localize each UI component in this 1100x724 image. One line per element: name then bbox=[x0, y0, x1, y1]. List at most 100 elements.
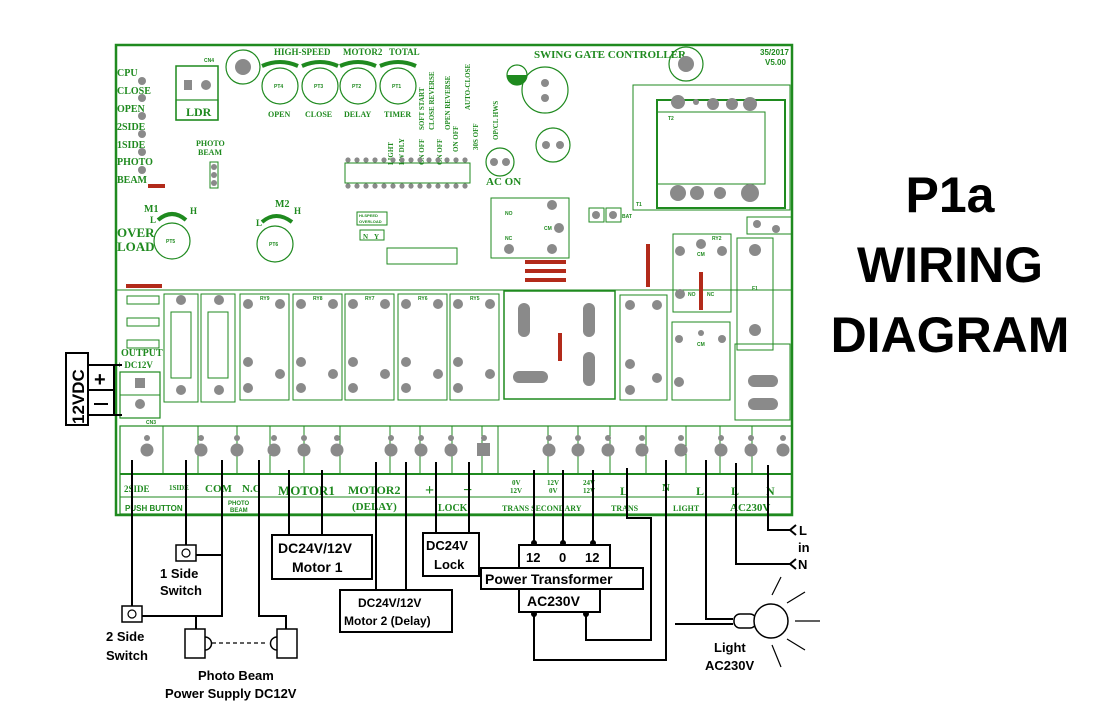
svg-text:M1: M1 bbox=[144, 204, 158, 215]
terminal-screw bbox=[776, 435, 790, 457]
terminal-label-lock-plus: + bbox=[425, 482, 434, 499]
svg-text:CM: CM bbox=[544, 226, 552, 232]
ac-on-label: AC ON bbox=[486, 176, 521, 188]
terminal-label-24v12v-b: 12V bbox=[583, 487, 595, 495]
svg-text:NO: NO bbox=[688, 292, 696, 298]
group-trans-secondary: TRANS SECONDARY bbox=[502, 504, 582, 513]
terminal-label-24v12v-a: 24V bbox=[583, 479, 595, 487]
ic-pin bbox=[426, 157, 432, 163]
terminal-label-motor2: MOTOR2 bbox=[348, 483, 400, 497]
mounting-holes bbox=[225, 46, 704, 85]
pot-pt3: PT3 CLOSE bbox=[301, 60, 339, 119]
overload-label-2: LOAD bbox=[117, 239, 155, 254]
ic-pin bbox=[372, 157, 378, 163]
motor-pot-m1: M1 L H PT5 bbox=[144, 204, 197, 260]
ic-pin bbox=[345, 157, 351, 163]
light-bulb: Light AC230V bbox=[705, 576, 820, 673]
svg-text:OVERLOAD: OVERLOAD bbox=[359, 219, 382, 224]
potentiometers: HIGH-SPEED MOTOR2 TOTAL PT4 OPEN PT3 CLO… bbox=[261, 47, 420, 119]
motor1-box: DC24V/12V Motor 1 bbox=[271, 534, 373, 580]
terminal-label-nc: N.C bbox=[242, 483, 261, 495]
svg-text:BEAM: BEAM bbox=[198, 148, 222, 157]
svg-text:RY2: RY2 bbox=[712, 236, 722, 242]
ic-pin bbox=[453, 183, 459, 189]
board-date: 35/2017 bbox=[760, 48, 789, 57]
ic-pin bbox=[381, 157, 387, 163]
group-light: LIGHT bbox=[673, 504, 700, 513]
terminal-screw bbox=[571, 435, 585, 457]
mains-n: N bbox=[798, 557, 807, 572]
ldr-label: LDR bbox=[186, 105, 212, 119]
pcb-outline bbox=[114, 43, 794, 517]
switch-2side-line1: 2 Side bbox=[106, 629, 144, 644]
ic-pin bbox=[417, 157, 423, 163]
lock-line1: DC24V bbox=[426, 538, 468, 553]
pot-label-delay: DELAY bbox=[344, 110, 371, 119]
relay-ry7: RY7 bbox=[344, 293, 395, 401]
dip-auto-close: AUTO-CLOSE bbox=[464, 64, 472, 110]
terminal-label-light-l: L bbox=[696, 484, 704, 498]
dip-light: LIGHT bbox=[387, 142, 395, 165]
terminal-screw bbox=[542, 435, 556, 457]
terminal-label-1side: 1SIDE bbox=[169, 484, 189, 492]
svg-text:BAT: BAT bbox=[622, 214, 632, 220]
fuse-f1: F1 bbox=[736, 237, 774, 351]
switch-1side: 1 Side Switch bbox=[160, 544, 202, 598]
pot-pt2: PT2 DELAY bbox=[339, 60, 377, 119]
bridge-db bbox=[503, 290, 616, 400]
relay-ry8: RY8 bbox=[292, 293, 343, 401]
svg-text:H: H bbox=[294, 206, 301, 216]
transformer-primary: AC230V bbox=[527, 593, 581, 609]
terminal-label-com: COM bbox=[205, 483, 233, 495]
transformer-name: Power Transformer bbox=[485, 571, 613, 587]
dip-30s-off: 30S OFF bbox=[472, 123, 480, 150]
photo-beam-pair: Photo Beam Power Supply DC12V bbox=[165, 616, 298, 701]
pot-group-motor2: MOTOR2 bbox=[343, 47, 383, 57]
svg-text:T1: T1 bbox=[636, 202, 642, 208]
svg-text:PT1: PT1 bbox=[392, 84, 401, 90]
pot-label-close: CLOSE bbox=[305, 110, 332, 119]
svg-text:RY6: RY6 bbox=[418, 296, 428, 302]
switch-sw bbox=[734, 343, 791, 421]
switch-1side-line1: 1 Side bbox=[160, 566, 198, 581]
svg-text:PT4: PT4 bbox=[274, 84, 283, 90]
transformer-tap-0: 0 bbox=[559, 550, 566, 565]
dc12v-label: 12VDC bbox=[69, 369, 88, 424]
ic-pin bbox=[462, 183, 468, 189]
terminal-screw bbox=[601, 435, 615, 457]
terminal-label-delay: (DELAY) bbox=[352, 501, 397, 513]
relay-ry4 bbox=[619, 294, 668, 401]
board-version: V5.00 bbox=[765, 58, 786, 67]
svg-text:M2: M2 bbox=[275, 199, 289, 210]
ic-pin bbox=[390, 157, 396, 163]
ic-pin bbox=[408, 183, 414, 189]
svg-text:PT3: PT3 bbox=[314, 84, 323, 90]
motor2-line2: Motor 2 (Delay) bbox=[344, 614, 431, 628]
terminal-screw bbox=[384, 435, 398, 457]
dip-on-off-2: ON OFF bbox=[436, 139, 444, 165]
relay-ry9: RY9 bbox=[239, 293, 290, 401]
led-indicators: CPU CLOSE OPEN 2SIDE 1SIDE PHOTO BEAM bbox=[117, 68, 153, 186]
board-name: SWING GATE CONTROLLER bbox=[534, 49, 687, 61]
pot-pt4: PT4 OPEN bbox=[261, 60, 299, 119]
mains-in: in bbox=[798, 540, 810, 555]
dip-switch-block: LIGHT LW DLY ON OFF SOFT START CLOSE REV… bbox=[387, 64, 500, 165]
terminal-screw bbox=[714, 435, 728, 457]
u1-regulator bbox=[746, 216, 793, 235]
light-line2: AC230V bbox=[705, 658, 754, 673]
pcb-board: SWING GATE CONTROLLER 35/2017 V5.00 CPU … bbox=[114, 43, 794, 517]
ic-pin bbox=[390, 183, 396, 189]
svg-text:T2: T2 bbox=[668, 116, 674, 122]
dip-close-reverse: CLOSE REVERSE bbox=[428, 71, 436, 130]
relay-ry5: RY5 bbox=[449, 293, 500, 401]
terminal-label-lock-minus: − bbox=[463, 482, 472, 499]
capacitors bbox=[485, 64, 571, 177]
ic-pin bbox=[372, 183, 378, 189]
terminal-label-trans-l: L bbox=[620, 484, 628, 498]
ic-pin bbox=[363, 157, 369, 163]
ic-pin bbox=[444, 183, 450, 189]
group-photo-beam-1: PHOTO bbox=[228, 501, 250, 507]
svg-text:NC: NC bbox=[707, 292, 715, 298]
photobeam-line1: Photo Beam bbox=[198, 668, 274, 683]
